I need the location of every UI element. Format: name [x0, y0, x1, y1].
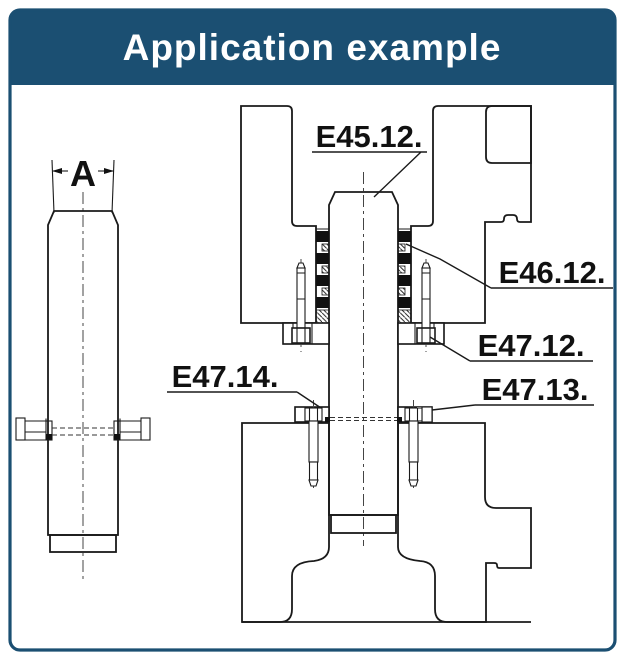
front-view-guide-pillar: A: [15, 153, 151, 580]
hidden-groove-lines-section: [330, 416, 397, 422]
svg-text:E47.13.: E47.13.: [482, 372, 589, 407]
callout-clamp-left: E47.14.: [167, 359, 322, 409]
bush-right-wall: [397, 231, 412, 324]
upper-plate-recess: [485, 105, 532, 164]
lower-plate: [241, 422, 532, 623]
clamp-bolt-left: [304, 400, 323, 492]
page-frame: [8, 8, 617, 652]
flange-screw-right: [416, 259, 436, 352]
flange-screw-left: [291, 259, 311, 352]
svg-text:E46.12.: E46.12.: [499, 255, 606, 290]
page-title: Application example: [123, 27, 502, 68]
header-band: Application example: [10, 10, 615, 85]
callout-guide-bush: E46.12.: [405, 243, 613, 290]
clamp-bolt-right: [404, 400, 423, 492]
svg-text:E47.12.: E47.12.: [478, 328, 585, 363]
callouts: E45.12. E46.12. E47.12. E47.13. E47.14.: [167, 119, 613, 411]
callout-guide-pillar: E45.12.: [312, 119, 427, 198]
upper-plate: [240, 105, 532, 324]
svg-text:E45.12.: E45.12.: [316, 119, 423, 154]
dimension-a: A: [51, 153, 115, 214]
callout-bush-flange: E47.12.: [429, 328, 593, 363]
svg-text:E47.14.: E47.14.: [172, 359, 279, 394]
hidden-groove-lines: [52, 427, 114, 436]
dimension-a-label: A: [70, 153, 96, 194]
bush-left-wall: [315, 231, 330, 324]
front-clamp-collar: [15, 417, 151, 441]
section-view: E45.12. E46.12. E47.12. E47.13. E47.14.: [167, 105, 613, 623]
guide-bush: [315, 228, 412, 324]
callout-clamp-right: E47.13.: [431, 372, 594, 411]
guide-pillar: [328, 172, 399, 546]
